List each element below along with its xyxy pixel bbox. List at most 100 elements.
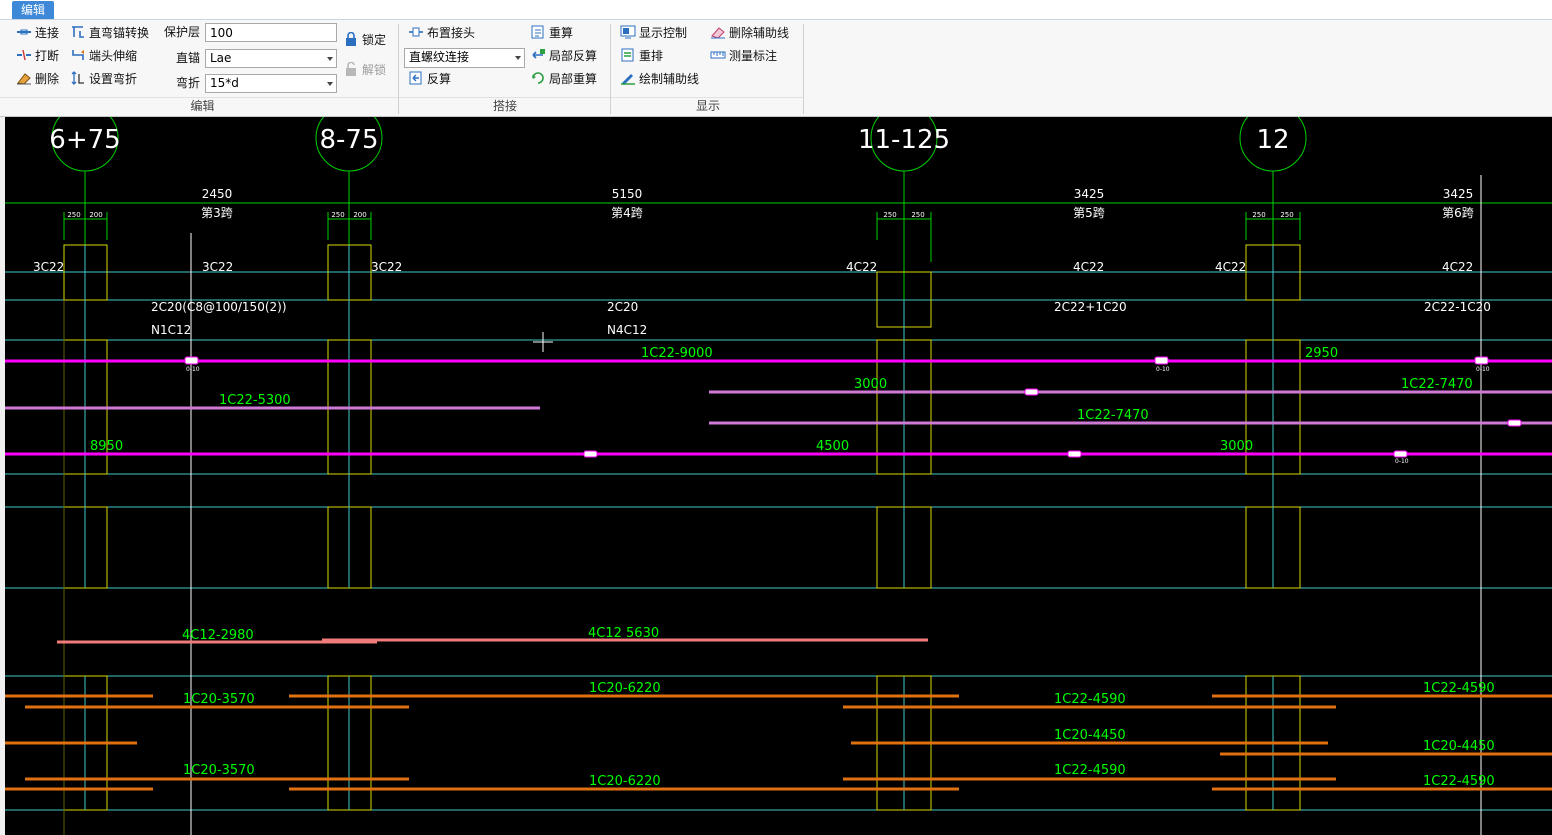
- axis-dimension-lines: [5, 117, 1552, 300]
- span-length: 3425: [1443, 187, 1474, 201]
- partial-reverse-icon: [532, 49, 545, 59]
- rebar-labels: 1C22-9000 2950 3000 1C22-7470 1C22-5300 …: [90, 346, 1495, 789]
- rebar-drawing-canvas[interactable]: 0-10 0-10 0-10 0-10 6+75 8-75 11-125 12 …: [5, 117, 1552, 835]
- svg-text:1C22-5300: 1C22-5300: [219, 393, 291, 408]
- recalc-icon: [531, 25, 544, 39]
- group-separator: [610, 24, 611, 114]
- break-button[interactable]: 打断: [16, 46, 59, 66]
- bend-label: 弯折: [175, 76, 200, 90]
- svg-text:1C20-4450: 1C20-4450: [1423, 739, 1495, 754]
- place-joint-button[interactable]: 布置接头: [408, 23, 475, 43]
- svg-text:0-10: 0-10: [186, 366, 200, 373]
- group-label-lap: 搭接: [492, 99, 517, 113]
- group-label-edit: 编辑: [190, 99, 215, 113]
- partial-recalc-icon: [532, 72, 544, 84]
- svg-text:1C22-7470: 1C22-7470: [1077, 408, 1149, 423]
- rearrange-button[interactable]: 重排: [620, 46, 663, 66]
- ribbon: 连接 打断 删除 直弯锚转换 端头伸缩 设置弯折 保护层 100 直锚 Lae …: [0, 20, 1552, 117]
- connect-button[interactable]: 连接: [16, 23, 59, 43]
- svg-text:250: 250: [883, 211, 896, 219]
- set-bend-button[interactable]: 设置弯折: [70, 69, 137, 89]
- ribbon-group-footer-line: [0, 97, 803, 98]
- span-length: 3425: [1074, 187, 1105, 201]
- chevron-down-icon: [327, 82, 333, 86]
- end-stretch-button[interactable]: 端头伸缩: [70, 46, 137, 66]
- svg-text:200: 200: [89, 211, 102, 219]
- end-stretch-icon: [72, 50, 84, 60]
- svg-text:N1C12: N1C12: [151, 323, 191, 337]
- connect-icon: [17, 29, 31, 35]
- recalc-button[interactable]: 重算: [530, 23, 573, 43]
- display-control-icon: [620, 25, 636, 39]
- svg-text:1C22-4590: 1C22-4590: [1423, 774, 1495, 789]
- chevron-down-icon: [515, 56, 521, 60]
- partial-recalc-button[interactable]: 局部重算: [530, 69, 597, 89]
- columns: [63, 244, 1301, 835]
- break-icon: [17, 49, 31, 61]
- half-width-labels: 250 200 250 200 250 250 250 250: [67, 211, 1293, 219]
- svg-text:3C22: 3C22: [371, 260, 402, 274]
- svg-text:4C22: 4C22: [846, 260, 877, 274]
- draw-aux-icon: [621, 74, 635, 85]
- svg-text:1C22-9000: 1C22-9000: [641, 346, 713, 361]
- unlock-icon: [346, 62, 356, 76]
- svg-text:4C22: 4C22: [1442, 260, 1473, 274]
- svg-text:4C22: 4C22: [1073, 260, 1104, 274]
- svg-text:1C22-7470: 1C22-7470: [1401, 377, 1473, 392]
- svg-text:1C22-4590: 1C22-4590: [1054, 692, 1126, 707]
- rebars: [5, 359, 1552, 791]
- crosshair-cursor: [533, 332, 553, 352]
- set-bend-icon: [71, 71, 84, 85]
- unlock-button[interactable]: 解锁: [343, 60, 386, 80]
- eraser-icon: [17, 73, 31, 85]
- rebar-drawing: 0-10 0-10 0-10 0-10 6+75 8-75 11-125 12 …: [5, 117, 1552, 835]
- svg-text:200: 200: [353, 211, 366, 219]
- cover-input[interactable]: 100: [205, 23, 337, 42]
- auxiliary-lines: [190, 175, 1482, 835]
- measure-button[interactable]: 测量标注: [710, 46, 777, 66]
- chevron-down-icon: [327, 57, 333, 61]
- top-bar-labels: 3C22 3C22 3C22 4C22 4C22 4C22 4C22 2C20(…: [33, 260, 1491, 337]
- draw-aux-button[interactable]: 绘制辅助线: [620, 69, 699, 89]
- svg-text:2950: 2950: [1305, 346, 1338, 361]
- lock-button[interactable]: 锁定: [343, 30, 386, 50]
- group-separator: [803, 24, 804, 114]
- display-control-button[interactable]: 显示控制: [620, 23, 687, 43]
- delete-button[interactable]: 删除: [16, 69, 59, 89]
- svg-text:250: 250: [1252, 211, 1265, 219]
- span-length: 5150: [612, 187, 643, 201]
- tab-edit[interactable]: 编辑: [12, 1, 54, 19]
- svg-text:1C20-4450: 1C20-4450: [1054, 728, 1126, 743]
- delete-aux-button[interactable]: 删除辅助线: [710, 23, 789, 43]
- joint-marker-labels: 0-10 0-10 0-10 0-10: [186, 366, 1490, 465]
- span-labels: 2450 第3跨 5150 第4跨 3425 第5跨 3425 第6跨: [201, 187, 1474, 220]
- bend-select[interactable]: 15*d: [205, 74, 337, 93]
- svg-text:2C22+1C20: 2C22+1C20: [1054, 300, 1127, 314]
- span-name: 第5跨: [1073, 206, 1105, 220]
- svg-text:1C20-3570: 1C20-3570: [183, 692, 255, 707]
- svg-text:1C20-3570: 1C20-3570: [183, 763, 255, 778]
- axis-labels: 6+75 8-75 11-125 12: [49, 125, 1289, 155]
- straight-anchor-select[interactable]: Lae: [205, 49, 337, 68]
- svg-text:0-10: 0-10: [1395, 458, 1409, 465]
- ribbon-tab-bar: 编辑: [0, 0, 1552, 20]
- svg-text:2C22-1C20: 2C22-1C20: [1424, 300, 1491, 314]
- joint-type-select[interactable]: 直螺纹连接: [404, 48, 525, 68]
- svg-text:1C20-6220: 1C20-6220: [589, 774, 661, 789]
- reverse-calc-button[interactable]: 反算: [408, 69, 451, 89]
- axis-label: 11-125: [858, 125, 950, 155]
- svg-text:3C22: 3C22: [33, 260, 64, 274]
- partial-reverse-button[interactable]: 局部反算: [530, 46, 597, 66]
- svg-text:0-10: 0-10: [1156, 366, 1170, 373]
- left-gutter: [0, 117, 5, 835]
- svg-text:250: 250: [1280, 211, 1293, 219]
- straight-bend-convert-button[interactable]: 直弯锚转换: [70, 23, 149, 43]
- span-length: 2450: [202, 187, 233, 201]
- group-label-display: 显示: [695, 99, 720, 113]
- svg-text:250: 250: [911, 211, 924, 219]
- span-name: 第3跨: [201, 206, 233, 220]
- svg-text:3C22: 3C22: [202, 260, 233, 274]
- svg-text:8950: 8950: [90, 439, 123, 454]
- svg-text:1C22-4590: 1C22-4590: [1054, 763, 1126, 778]
- svg-text:4C22: 4C22: [1215, 260, 1246, 274]
